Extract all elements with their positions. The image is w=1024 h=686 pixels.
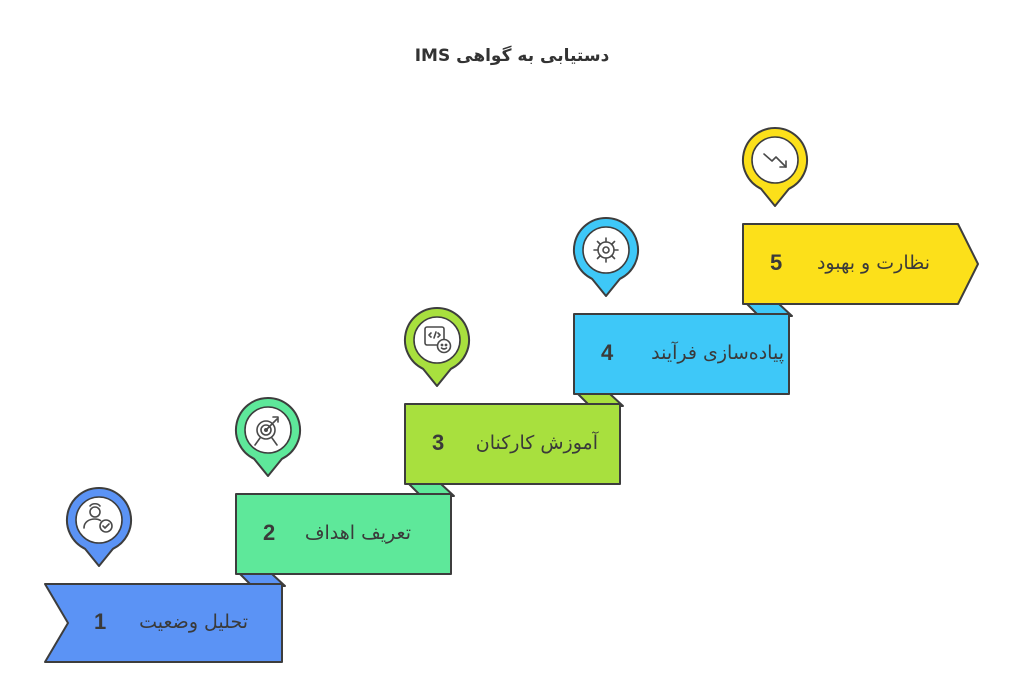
trend-down-icon: [763, 153, 787, 168]
pin-3: [403, 306, 471, 387]
pin-1: [65, 486, 133, 567]
step-1-box: [44, 583, 283, 663]
user-check-icon: [83, 502, 113, 533]
step-5-label: نظارت و بهبود: [816, 252, 930, 274]
step-4-box: [573, 313, 790, 395]
step-3-label: آموزش کارکنان: [475, 432, 598, 454]
step-5-number: 5: [770, 250, 783, 275]
step-3-number: 3: [432, 430, 445, 455]
step-4-number: 4: [601, 340, 614, 365]
step-3-box: [404, 403, 621, 485]
step-5-box: [742, 223, 979, 305]
pin-2: [234, 396, 302, 477]
step-2-box: [235, 493, 452, 575]
step-4-label: پیاده‌سازی فرآیند: [651, 342, 784, 364]
pin-4: [572, 216, 640, 297]
target-arrow-icon: [254, 416, 279, 446]
gear-icon: [593, 237, 619, 263]
pin-5: [741, 126, 809, 207]
step-1-label: تحلیل وضعیت: [139, 611, 248, 633]
step-2-label: تعریف اهداف: [304, 522, 411, 544]
code-learner-icon: [424, 326, 452, 354]
step-1-number: 1: [94, 609, 107, 634]
diagram-title: دستیابی به گواهی IMS: [414, 46, 610, 66]
step-2-number: 2: [263, 520, 276, 545]
